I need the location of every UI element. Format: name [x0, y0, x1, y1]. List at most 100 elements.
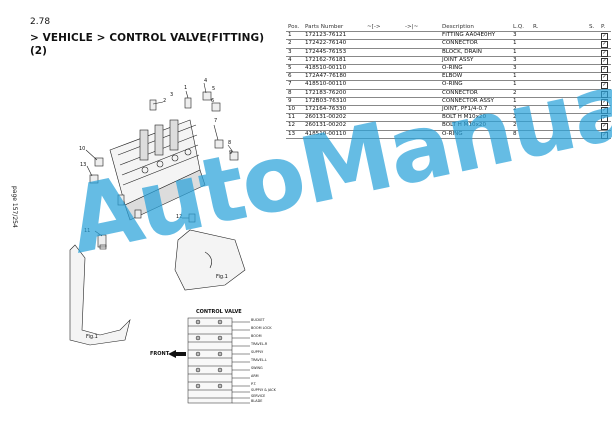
checkbox-icon[interactable]: ✓ — [601, 123, 608, 131]
port-label: P.T. — [251, 382, 257, 386]
row-part-number: 260131-00202 — [303, 121, 365, 131]
checkbox-icon[interactable]: ✓ — [601, 90, 608, 98]
table-header-row: Pos. Parts Number ~[-> ->|~ Description … — [286, 24, 611, 33]
bracket-detail-2 — [174, 213, 246, 291]
callout-number: 6 — [211, 98, 215, 104]
row-p[interactable]: ✓ — [599, 121, 611, 131]
parts-table: Pos. Parts Number ~[-> ->|~ Description … — [286, 24, 611, 139]
checkbox-icon[interactable]: ✓ — [601, 74, 608, 82]
row-to — [403, 129, 440, 139]
front-label: FRONT — [150, 351, 170, 357]
row-part-number: 172422-76140 — [303, 39, 365, 49]
checkbox-icon[interactable]: ✓ — [601, 41, 608, 49]
port-label: ARM — [251, 374, 259, 378]
callout-number: 3 — [170, 92, 174, 98]
page-title-continued: (2) — [30, 45, 47, 57]
port-label: BOOM — [251, 334, 262, 338]
port-label: BUCKET — [251, 318, 265, 322]
port-label: SUPPLY & JACK — [251, 388, 276, 392]
port-label: SUPPLY — [251, 350, 264, 354]
row-description: BOLT H M10x20 — [440, 113, 511, 123]
row-pos: 11 — [286, 113, 303, 123]
row-part-number: 172123-76121 — [303, 31, 365, 41]
fig-label: Fig.1 — [86, 334, 98, 340]
row-part-number: 172162-76181 — [303, 55, 365, 66]
row-part-number: 172183-76200 — [303, 88, 365, 98]
row-s — [587, 129, 599, 139]
checkbox-icon[interactable]: ✓ — [601, 82, 608, 90]
callout-number: 12 — [176, 214, 183, 220]
callout-number: 1 — [184, 85, 188, 91]
port-label: SERVICE — [251, 394, 266, 398]
callout-number: 4 — [204, 78, 208, 84]
row-p[interactable]: ✓ — [599, 55, 611, 66]
checkbox-icon[interactable]: ✓ — [601, 131, 608, 139]
callout-number: 2 — [163, 98, 167, 104]
row-description: CONNECTOR — [440, 88, 511, 98]
checkbox-icon[interactable]: ✓ — [601, 107, 608, 115]
row-p[interactable]: ✓ — [599, 80, 611, 90]
section-number: 2.78 — [30, 17, 51, 27]
control-valve-schematic — [187, 317, 250, 404]
row-description: JOINT, PF1/4-0.7 — [440, 105, 511, 115]
callout-number: 7 — [214, 118, 218, 124]
checkbox-icon[interactable]: ✓ — [601, 33, 608, 41]
row-p[interactable]: ✓ — [599, 39, 611, 49]
callout-number: 9 — [229, 150, 233, 156]
row-part-number: 418510-00110 — [303, 129, 365, 139]
port-label: BLADE — [251, 399, 263, 403]
checkbox-icon[interactable]: ✓ — [601, 57, 608, 65]
row-pos: 13 — [286, 129, 303, 139]
row-part-number: 172A47-76180 — [303, 72, 365, 82]
checkbox-icon[interactable]: ✓ — [601, 98, 608, 106]
row-p[interactable]: ✓ — [599, 113, 611, 123]
port-label: TRAVEL-L — [251, 358, 267, 362]
port-label: SWING — [251, 366, 263, 370]
fig-label-2: Fig.1 — [216, 274, 228, 280]
checkbox-icon[interactable]: ✓ — [601, 115, 608, 123]
row-part-number: 418510-00110 — [303, 80, 365, 90]
checkbox-icon[interactable]: ✓ — [601, 49, 608, 57]
row-pos: 12 — [286, 121, 303, 131]
row-part-number: 172B03-76310 — [303, 96, 365, 107]
row-description: BLOCK, DRAIN — [440, 47, 511, 57]
row-p[interactable]: ✓ — [599, 31, 611, 41]
row-p[interactable]: ✓ — [599, 64, 611, 74]
row-qty: 8 — [511, 129, 531, 139]
row-description: CONNECTOR — [440, 39, 511, 49]
port-label: BOOM LOCK — [251, 326, 272, 330]
row-description: FITTING AA04E0HY — [440, 31, 511, 41]
row-pos: 10 — [286, 105, 303, 115]
row-part-number: 418510-00110 — [303, 64, 365, 74]
callout-number: 13 — [80, 162, 87, 168]
row-part-number: 172164-76330 — [303, 105, 365, 115]
row-p[interactable]: ✓ — [599, 129, 611, 139]
callout-number: 8 — [228, 140, 232, 146]
callout-number: 5 — [212, 86, 216, 92]
row-description: BOLT H M10x20 — [440, 121, 511, 131]
checkbox-icon[interactable]: ✓ — [601, 66, 608, 74]
port-label: TRAVEL-R — [251, 342, 268, 346]
page-title: > VEHICLE > CONTROL VALVE(FITTING) — [30, 32, 265, 44]
control-valve-title: CONTROL VALVE — [196, 309, 242, 315]
row-description: O-RING — [440, 129, 511, 139]
row-p[interactable]: ✓ — [599, 96, 611, 107]
row-p[interactable]: ✓ — [599, 88, 611, 98]
row-part-number: 172445-76153 — [303, 47, 365, 57]
row-remarks — [531, 129, 587, 139]
row-from — [365, 129, 403, 139]
row-p[interactable]: ✓ — [599, 72, 611, 82]
callout-number: 11 — [84, 228, 91, 234]
row-part-number: 260131-00202 — [303, 113, 365, 123]
front-arrow-icon — [168, 350, 186, 358]
row-p[interactable]: ✓ — [599, 47, 611, 57]
row-p[interactable]: ✓ — [599, 105, 611, 115]
